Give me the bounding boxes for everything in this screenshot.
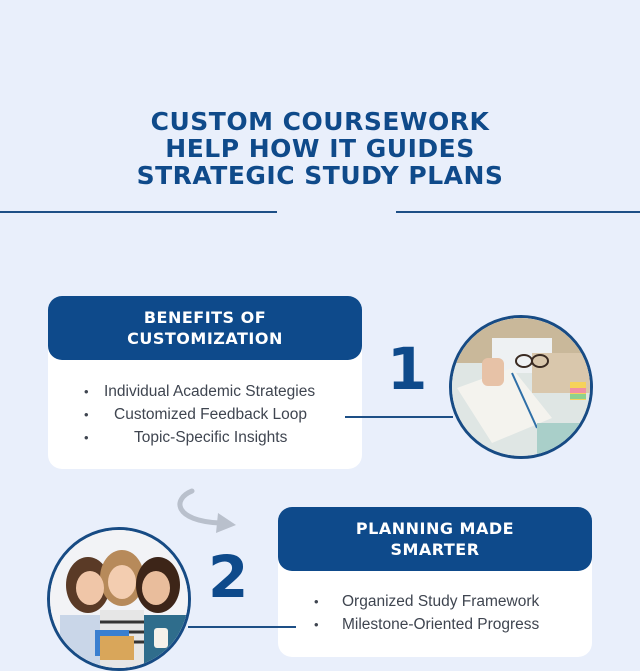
step-number-2: 2 — [208, 543, 249, 611]
connector-line-1 — [345, 416, 453, 418]
students-photo — [47, 527, 191, 671]
list-item: • Customized Feedback Loop — [84, 403, 354, 426]
bullet-icon: • — [314, 617, 319, 632]
curved-arrow-icon — [177, 488, 236, 533]
benefits-card-heading: BENEFITS OF CUSTOMIZATION — [48, 296, 362, 360]
title-line-2: HELP HOW IT GUIDES — [165, 134, 475, 163]
study-desk-image-icon — [452, 318, 590, 456]
connector-line-2 — [188, 626, 296, 628]
title-line-1: CUSTOM COURSEWORK — [150, 107, 490, 136]
list-item-text: Topic-Specific Insights — [134, 429, 288, 446]
page-title: CUSTOM COURSEWORK HELP HOW IT GUIDES STR… — [0, 108, 640, 189]
students-image-icon — [50, 530, 188, 668]
list-item-text: Individual Academic Strategies — [104, 383, 316, 400]
bullet-icon: • — [84, 384, 89, 399]
planning-card-heading: PLANNING MADE SMARTER — [278, 507, 592, 571]
title-divider-left — [0, 211, 277, 213]
bullet-icon: • — [84, 430, 89, 445]
bullet-icon: • — [314, 594, 319, 609]
heading-line: BENEFITS OF — [143, 308, 267, 327]
list-item-text: Milestone-Oriented Progress — [342, 616, 540, 633]
title-divider-right — [396, 211, 640, 213]
list-item-text: Organized Study Framework — [342, 593, 540, 610]
study-desk-photo — [449, 315, 593, 459]
list-item: • Topic-Specific Insights — [84, 426, 354, 449]
list-item-text: Customized Feedback Loop — [114, 406, 308, 423]
heading-line: CUSTOMIZATION — [127, 329, 283, 348]
heading-line: PLANNING MADE — [355, 519, 515, 538]
planning-list: • Organized Study Framework • Milestone-Or… — [314, 590, 584, 636]
list-item: • Organized Study Framework — [314, 590, 584, 613]
list-item: • Individual Academic Strategies — [84, 380, 354, 403]
title-line-3: STRATEGIC STUDY PLANS — [136, 161, 504, 190]
heading-line: SMARTER — [390, 540, 480, 559]
benefits-list: • Individual Academic Strategies • Customi… — [84, 380, 354, 449]
list-item: • Milestone-Oriented Progress — [314, 613, 584, 636]
bullet-icon: • — [84, 407, 89, 422]
step-number-1: 1 — [387, 335, 428, 403]
